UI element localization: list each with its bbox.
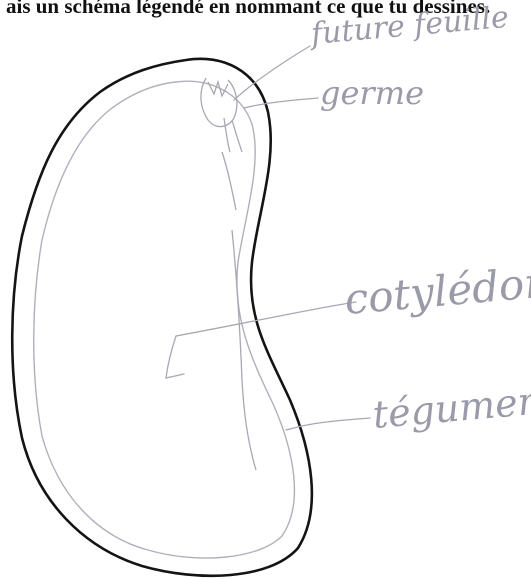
cotyledon-leader bbox=[166, 302, 356, 378]
germ-sketch bbox=[201, 78, 256, 470]
label-cotyledon: cotylédon bbox=[343, 257, 531, 324]
label-seed-coat: tégument bbox=[371, 377, 531, 437]
label-germ: germe bbox=[320, 74, 424, 112]
label-future-leaf: future feuille bbox=[308, 0, 510, 52]
germ-leader bbox=[244, 98, 318, 108]
seed-coat-outline bbox=[12, 59, 312, 576]
